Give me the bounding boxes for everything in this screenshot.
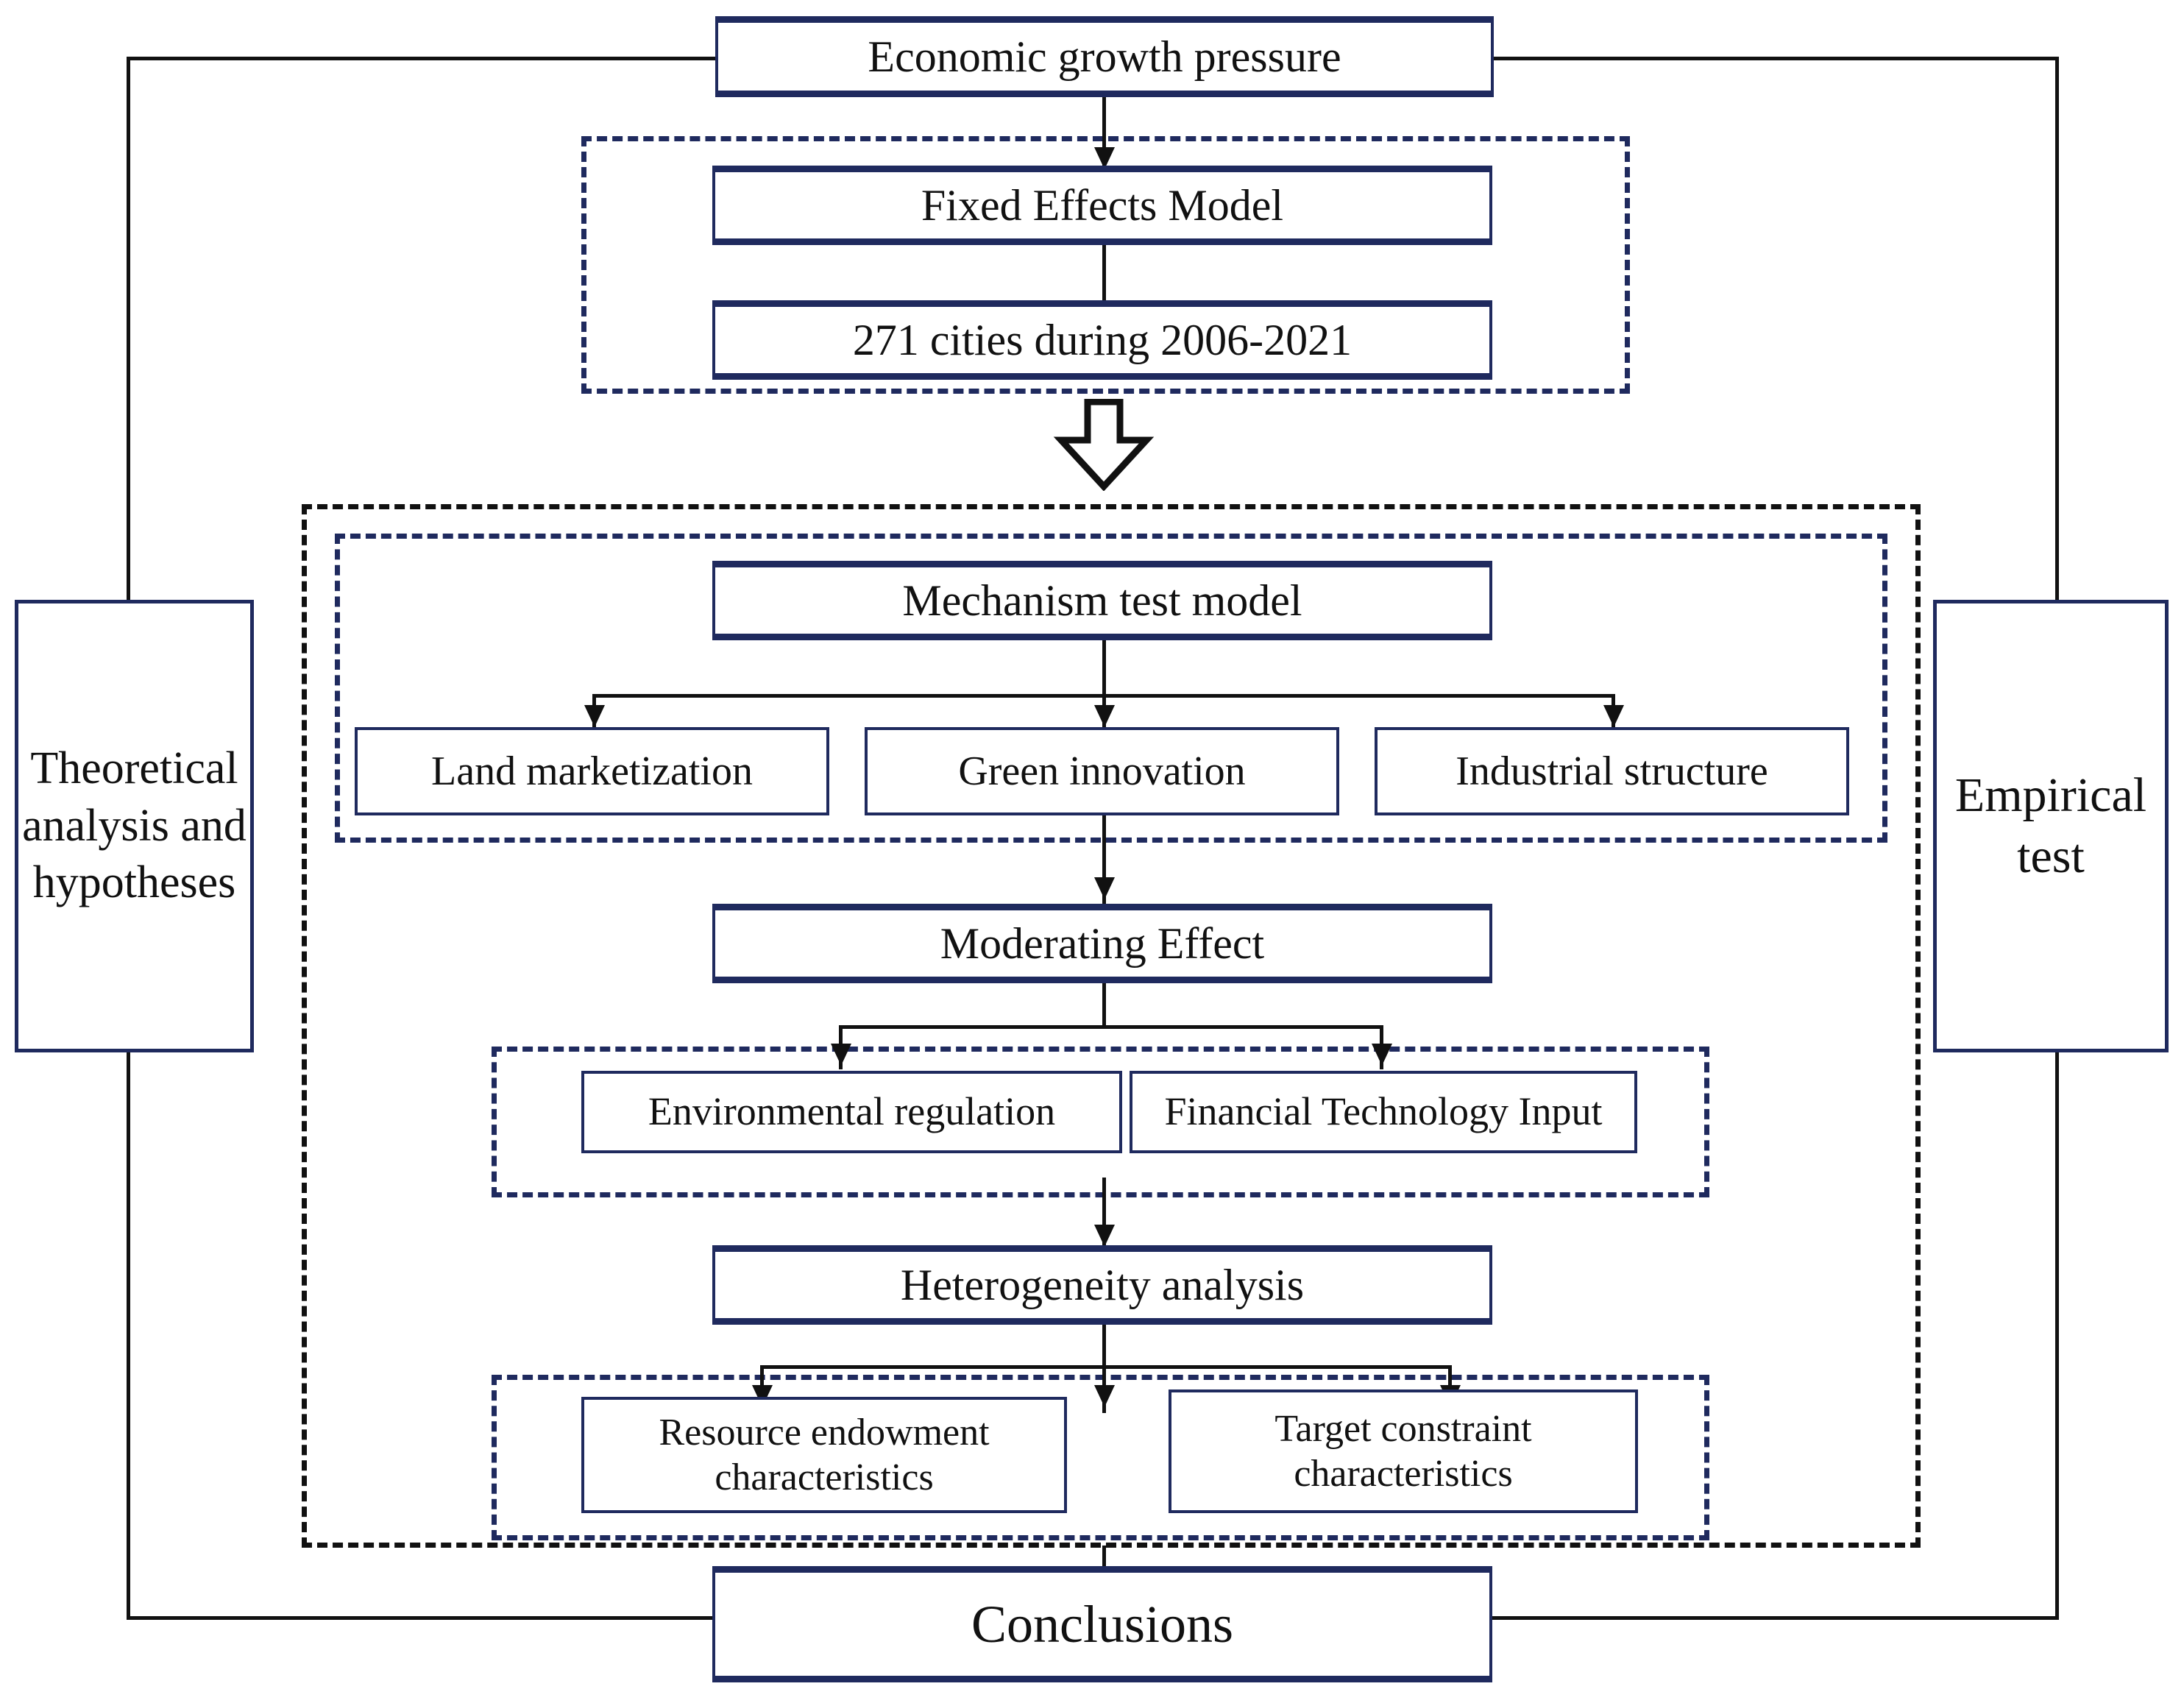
node-green-innovation-label: Green innovation: [958, 748, 1246, 794]
connector-moderating-bus: [839, 1025, 1383, 1029]
connector-right-rail-lower: [2055, 1049, 2059, 1619]
node-resource-endowment[interactable]: Resource endowment characteristics: [581, 1397, 1067, 1513]
node-cities-sample[interactable]: 271 cities during 2006-2021: [712, 300, 1492, 380]
side-box-theoretical-analysis[interactable]: Theoretical analysis and hypotheses: [15, 600, 254, 1052]
arrowhead-mechanism-left: [584, 705, 605, 727]
node-financial-technology-input-label: Financial Technology Input: [1164, 1089, 1603, 1134]
connector-top-right-horizontal: [1492, 57, 2059, 60]
block-arrow-down: [1052, 398, 1155, 492]
node-resource-endowment-label: Resource endowment characteristics: [659, 1411, 990, 1498]
node-mechanism-test-model-label: Mechanism test model: [902, 576, 1302, 625]
connector-economic-to-fixed: [1102, 96, 1106, 168]
node-moderating-effect-label: Moderating Effect: [940, 918, 1265, 968]
arrowhead-mechanism-center: [1094, 705, 1115, 727]
node-land-marketization-label: Land marketization: [431, 748, 753, 794]
node-conclusions[interactable]: Conclusions: [712, 1566, 1492, 1682]
arrowhead-to-heterogeneity: [1094, 1225, 1115, 1247]
connector-mechanism-stem: [1102, 639, 1106, 696]
node-industrial-structure[interactable]: Industrial structure: [1375, 727, 1849, 815]
node-economic-growth-pressure-label: Economic growth pressure: [868, 32, 1341, 81]
node-economic-growth-pressure[interactable]: Economic growth pressure: [715, 16, 1494, 97]
connector-fixed-to-cities: [1102, 245, 1106, 328]
node-industrial-structure-label: Industrial structure: [1456, 748, 1768, 794]
node-fixed-effects-model[interactable]: Fixed Effects Model: [712, 166, 1492, 245]
node-fixed-effects-model-label: Fixed Effects Model: [921, 180, 1284, 230]
node-heterogeneity-analysis-label: Heterogeneity analysis: [900, 1260, 1305, 1309]
dashed-group-empirical-body: [302, 504, 1921, 1548]
connector-mechanism-to-moderating: [1102, 815, 1106, 905]
connector-left-rail-upper: [127, 57, 130, 601]
arrowhead-moderating-right: [1372, 1044, 1392, 1066]
dashed-group-mechanism: [335, 534, 1887, 843]
dashed-group-heterogeneity: [492, 1375, 1709, 1540]
block-arrow-down-icon: [1053, 398, 1155, 492]
arrowhead-heterogeneity-center: [1094, 1385, 1115, 1407]
node-mechanism-test-model[interactable]: Mechanism test model: [712, 561, 1492, 640]
arrowhead-moderating-left: [831, 1044, 851, 1066]
node-environmental-regulation[interactable]: Environmental regulation: [581, 1071, 1122, 1153]
arrowhead-to-moderating: [1094, 877, 1115, 899]
connector-left-rail-lower: [127, 1049, 130, 1619]
node-target-constraint[interactable]: Target constraint characteristics: [1169, 1389, 1638, 1513]
side-box-empirical-test[interactable]: Empirical test: [1933, 600, 2169, 1052]
connector-bottom-right-horizontal: [1492, 1616, 2059, 1620]
side-box-empirical-label: Empirical test: [1954, 768, 2147, 883]
connector-heterogeneity-bus: [760, 1365, 1452, 1369]
node-land-marketization[interactable]: Land marketization: [355, 727, 829, 815]
connector-top-left-horizontal: [127, 57, 715, 60]
node-green-innovation[interactable]: Green innovation: [865, 727, 1339, 815]
dashed-group-moderators: [492, 1047, 1709, 1197]
node-cities-sample-label: 271 cities during 2006-2021: [852, 315, 1352, 364]
side-box-theoretical-label: Theoretical analysis and hypotheses: [22, 743, 247, 908]
arrowhead-mechanism-right: [1603, 705, 1624, 727]
connector-moderating-to-heterogeneity: [1102, 1178, 1106, 1251]
node-target-constraint-label: Target constraint characteristics: [1274, 1407, 1532, 1495]
connector-moderating-stem: [1102, 982, 1106, 1027]
connector-right-rail-upper: [2055, 57, 2059, 601]
node-environmental-regulation-label: Environmental regulation: [648, 1089, 1056, 1134]
node-moderating-effect[interactable]: Moderating Effect: [712, 904, 1492, 983]
node-financial-technology-input[interactable]: Financial Technology Input: [1130, 1071, 1637, 1153]
node-heterogeneity-analysis[interactable]: Heterogeneity analysis: [712, 1245, 1492, 1325]
connector-heterogeneity-stem: [1102, 1323, 1106, 1367]
node-conclusions-label: Conclusions: [971, 1594, 1234, 1654]
connector-bottom-left-horizontal: [127, 1616, 715, 1620]
